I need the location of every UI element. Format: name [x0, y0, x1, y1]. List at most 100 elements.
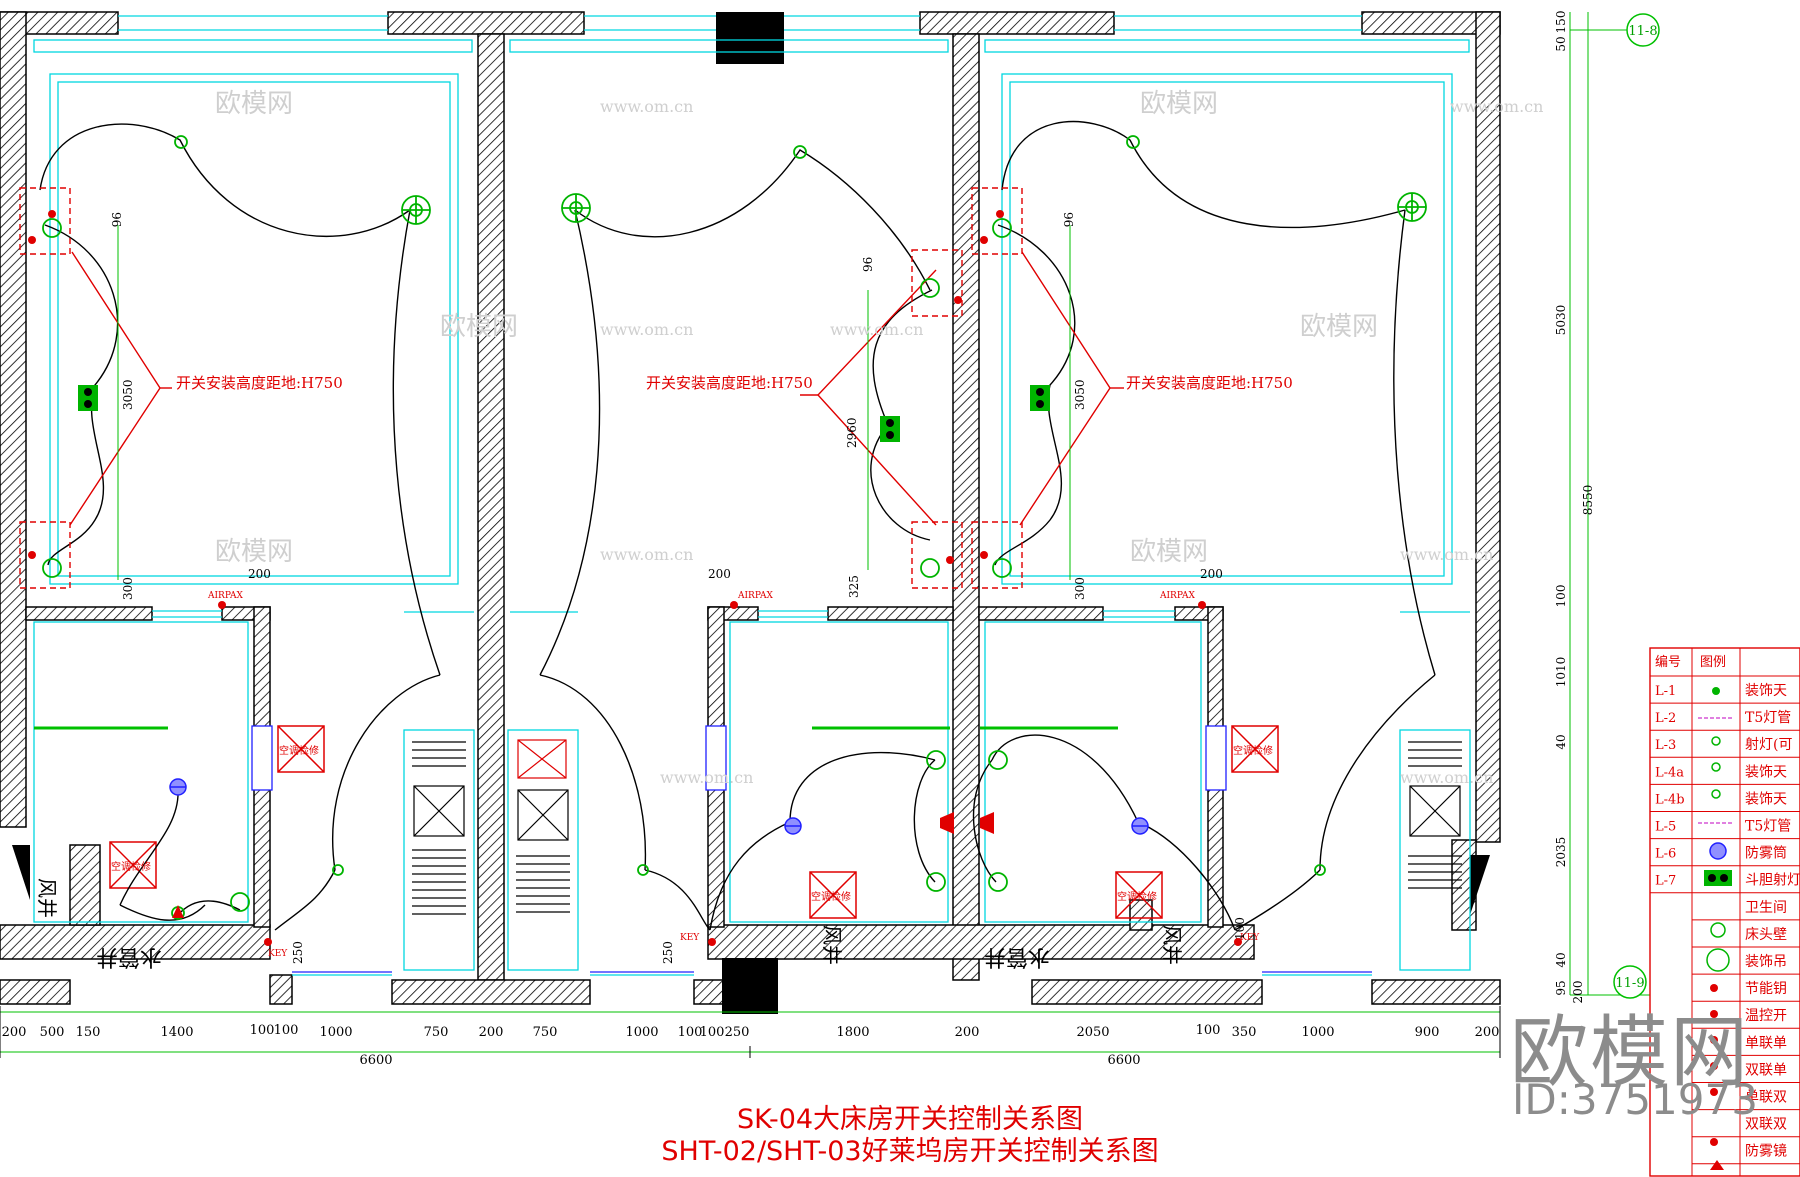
legend-icon-l4b	[1711, 789, 1721, 799]
dim-total-2: 6600	[1107, 1053, 1140, 1068]
dim-bottom-1: 500	[40, 1025, 65, 1040]
water-shaft-label-2: 水管井	[984, 944, 1050, 969]
watermark-id: ID:3751973	[1512, 1075, 1758, 1124]
watermark-url-faint: www.om.cn	[1400, 545, 1493, 564]
legend-desc-16: 双联双	[1745, 1117, 1787, 1133]
double-spotlights	[78, 385, 1050, 442]
air-shaft-label-2: 风井	[820, 925, 844, 965]
legend-table: 编号 图例	[1649, 647, 1800, 1177]
legend-code-0: L-1	[1655, 684, 1676, 699]
dim-right-4: 1010	[1554, 657, 1568, 688]
dim-inner-325: 325	[847, 575, 861, 598]
legend-desc-6: 防雾筒	[1745, 845, 1787, 862]
legend-code-4: L-4b	[1655, 792, 1685, 807]
diagram-title-line1: SK-04大床房开关控制关系图	[736, 1104, 1084, 1135]
ac-box-label-2: 空调检修	[111, 860, 151, 873]
legend-desc-1: T5灯管	[1745, 710, 1791, 726]
watermark-url-faint: www.om.cn	[1450, 97, 1543, 116]
dim-inner-300-1: 300	[121, 577, 135, 600]
dim-bottom-11: 100	[678, 1025, 703, 1040]
axis-label-bottom: 11-9	[1615, 976, 1644, 991]
dim-right-3: 100	[1554, 585, 1568, 608]
legend-desc-9: 床头壁	[1745, 927, 1787, 943]
legend-icon-l3	[1711, 736, 1721, 746]
dim-bottom-3: 1400	[160, 1025, 193, 1040]
dim-bottom-0: 200	[2, 1025, 27, 1040]
dim-bottom-4: 100	[250, 1023, 275, 1038]
legend-code-6: L-6	[1655, 847, 1676, 862]
legend-icon-l4a	[1711, 762, 1721, 772]
dim-bottom-20: 900	[1415, 1025, 1440, 1040]
interior-lines	[33, 15, 1471, 976]
dim-total-1: 6600	[359, 1053, 392, 1068]
dim-bottom-21: 200	[1475, 1025, 1500, 1040]
legend-desc-10: 装饰吊	[1745, 954, 1787, 970]
legend-icon-bath	[1710, 922, 1726, 938]
watermark-url-faint: www.om.cn	[660, 768, 753, 787]
legend-icon-key	[1710, 984, 1718, 992]
legend-desc-13: 单联单	[1745, 1035, 1787, 1051]
right-dimension-labels: 150 50 5030 100 1010 40 2035 40 95 200 8…	[1554, 11, 1595, 1004]
airpax-label-3: AIRPAX	[1159, 591, 1196, 601]
legend-code-2: L-3	[1655, 738, 1676, 753]
legend-desc-8: 卫生间	[1745, 900, 1787, 916]
glass-panels	[251, 725, 1372, 973]
watermark-url-faint: www.om.cn	[600, 545, 693, 564]
dim-inner-96-1: 96	[109, 212, 123, 227]
watermark-brand-faint: 欧模网	[1140, 89, 1218, 119]
legend-code-7: L-7	[1655, 874, 1676, 889]
switch-leaders	[19, 187, 1124, 589]
dimension-ticks	[0, 1006, 1501, 1058]
legend-icon-l7	[1704, 870, 1732, 886]
legend-icon-sw4	[1710, 1138, 1718, 1146]
wiring	[39, 120, 1436, 931]
legend-desc-4: 装饰天	[1745, 791, 1787, 807]
legend-header-code: 编号	[1655, 655, 1681, 670]
watermark-url-faint: www.om.cn	[600, 320, 693, 339]
key-label-2: KEY	[680, 933, 700, 943]
watermark-brand: 欧模网	[1510, 1008, 1751, 1098]
watermark-url-faint: www.om.cn	[830, 320, 923, 339]
key-label-3: KEY	[1240, 933, 1260, 943]
dim-bottom-17: 100	[1196, 1023, 1221, 1038]
dim-inner-300-2: 300	[1073, 577, 1087, 600]
bottom-dimension-labels: 200 500 150 1400 100 100 1000 750 200 75…	[2, 1023, 1500, 1068]
dim-inner-200-1: 200	[248, 567, 271, 581]
dim-right-9: 200	[1571, 981, 1585, 1004]
axis-bubbles	[1613, 13, 1660, 999]
dim-inner-250-1: 250	[291, 941, 305, 964]
legend-icon-sw1	[1710, 1036, 1718, 1044]
dim-right-8: 95	[1554, 980, 1568, 995]
dim-inner-100: 100	[1233, 917, 1247, 940]
legend-desc-12: 温控开	[1745, 1008, 1787, 1024]
legend-desc-0: 装饰天	[1745, 683, 1787, 699]
column-right-triangle	[1470, 855, 1490, 915]
legend-icon-sw2	[1710, 1062, 1718, 1070]
dim-inner-3050-1: 3050	[121, 379, 135, 410]
dim-inner-200-3: 200	[1200, 567, 1223, 581]
dim-bottom-10: 1000	[625, 1025, 658, 1040]
switch-height-note-3: 开关安装高度距地:H750	[1126, 374, 1293, 392]
watermark-brand-faint: 欧模网	[1300, 312, 1378, 342]
dim-right-total: 8550	[1581, 485, 1595, 516]
ac-service-boxes	[109, 725, 1279, 919]
airpax-label-1: AIRPAX	[207, 591, 244, 601]
watermark-brand-faint: 欧模网	[1130, 537, 1208, 567]
legend-header-symbol: 图例	[1700, 655, 1726, 670]
anti-fog-lights	[169, 778, 1149, 835]
dim-right-1: 50	[1554, 36, 1568, 51]
dim-right-0: 150	[1554, 11, 1568, 34]
dim-bottom-16: 2050	[1076, 1025, 1109, 1040]
dim-bottom-15: 200	[955, 1025, 980, 1040]
dim-right-6: 2035	[1554, 837, 1568, 868]
legend-code-5: L-5	[1655, 820, 1676, 835]
dim-bottom-14: 1800	[836, 1025, 869, 1040]
ac-box-label-1: 空调检修	[279, 744, 319, 757]
watermark-brand-faint: 欧模网	[215, 89, 293, 119]
dim-bottom-18: 350	[1232, 1025, 1257, 1040]
dim-right-5: 40	[1554, 734, 1568, 749]
legend-desc-7: 斗胆射灯	[1745, 873, 1800, 889]
closet-hangers	[412, 739, 1462, 915]
axis-label-top: 11-8	[1628, 24, 1657, 39]
